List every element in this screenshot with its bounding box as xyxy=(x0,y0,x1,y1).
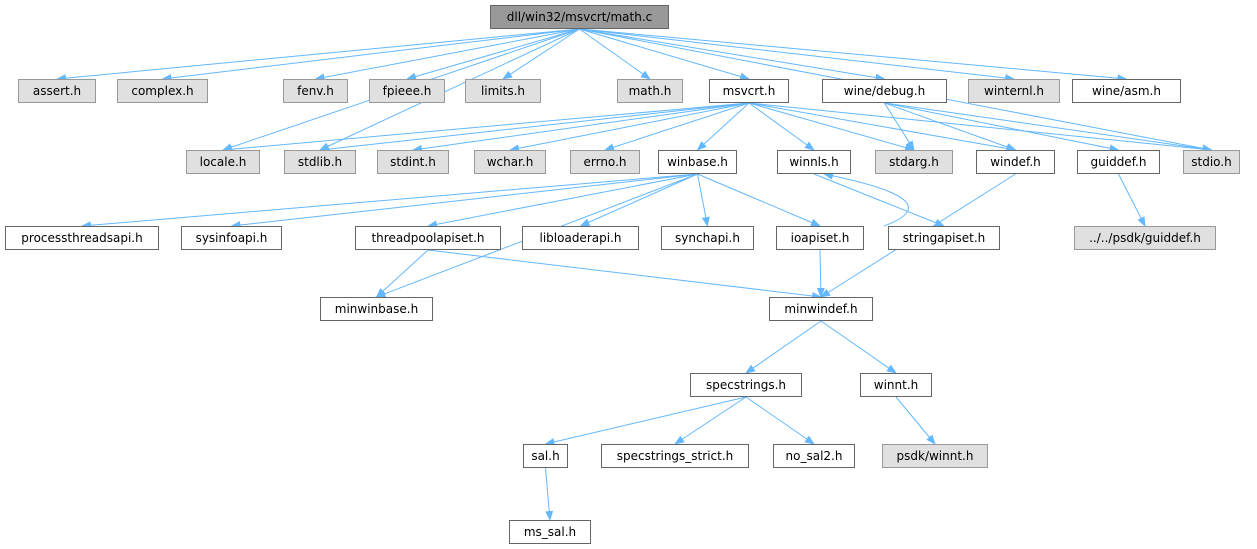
edge-winbase-to-synchapi xyxy=(697,173,710,227)
edge-specstrings-to-no_sal2 xyxy=(745,396,815,445)
edge-ioapiset-to-minwindef xyxy=(816,249,825,298)
node-fenv[interactable]: fenv.h xyxy=(283,79,348,103)
edge-msvcrt-to-wchar xyxy=(509,102,750,153)
edge-msvcrt-to-errno xyxy=(604,102,750,152)
node-assert[interactable]: assert.h xyxy=(18,79,96,103)
node-no_sal2[interactable]: no_sal2.h xyxy=(773,444,855,468)
node-specstrings_strict[interactable]: specstrings_strict.h xyxy=(601,444,749,468)
edge-guiddef-to-psdkguiddef xyxy=(1118,173,1146,227)
node-specstrings[interactable]: specstrings.h xyxy=(690,373,802,397)
edge-main-to-winedebug xyxy=(579,28,886,82)
node-minwindef[interactable]: minwindef.h xyxy=(769,297,873,321)
edge-main-to-complex xyxy=(161,28,580,82)
node-synchapi[interactable]: synchapi.h xyxy=(661,226,754,250)
edge-main-to-fpieee xyxy=(406,28,580,81)
edge-main-to-assert xyxy=(56,28,580,83)
edge-winedebug-to-stdio xyxy=(884,102,1213,153)
node-stdlib[interactable]: stdlib.h xyxy=(284,150,356,174)
node-math[interactable]: math.h xyxy=(617,79,683,103)
edge-main-to-msvcrt xyxy=(579,28,750,81)
node-fpieee[interactable]: fpieee.h xyxy=(369,79,445,103)
edge-main-to-limits xyxy=(502,28,580,80)
edge-msvcrt-to-locale xyxy=(222,102,750,154)
edge-winbase-to-processthreadsapi xyxy=(81,173,698,230)
edge-minwindef-to-specstrings xyxy=(745,320,822,374)
node-winbase[interactable]: winbase.h xyxy=(658,150,737,174)
node-ms_sal[interactable]: ms_sal.h xyxy=(509,520,591,544)
edge-minwindef-to-winnt xyxy=(820,320,897,374)
node-stdio[interactable]: stdio.h xyxy=(1183,150,1240,174)
node-winedebug[interactable]: wine/debug.h xyxy=(822,79,947,103)
edge-winbase-to-ioapiset xyxy=(697,173,821,227)
node-processthreadsapi[interactable]: processthreadsapi.h xyxy=(5,226,159,250)
edge-winedebug-to-stdarg xyxy=(884,102,915,151)
node-wchar[interactable]: wchar.h xyxy=(474,150,546,174)
node-main[interactable]: dll/win32/msvcrt/math.c xyxy=(490,5,669,29)
node-winnls[interactable]: winnls.h xyxy=(777,150,851,174)
node-winnt[interactable]: winnt.h xyxy=(860,373,932,397)
edge-specstrings-to-sal xyxy=(544,396,747,446)
edge-msvcrt-to-winbase xyxy=(696,102,750,151)
edge-main-to-math xyxy=(579,28,651,80)
edge-stringapiset-to-winnls xyxy=(823,171,909,227)
edge-msvcrt-to-windef xyxy=(748,102,1017,153)
node-stdint[interactable]: stdint.h xyxy=(377,150,449,174)
node-errno[interactable]: errno.h xyxy=(570,150,640,174)
edge-winedebug-to-windef xyxy=(884,102,1017,151)
edge-main-to-stdlib xyxy=(319,28,580,151)
edge-threadpoolapiset-to-minwinbase xyxy=(375,249,429,298)
node-complex[interactable]: complex.h xyxy=(117,79,208,103)
node-msvcrt[interactable]: msvcrt.h xyxy=(709,79,789,103)
edge-main-to-winternl xyxy=(579,28,1015,82)
edge-main-to-wineasm xyxy=(579,28,1128,83)
node-ioapiset[interactable]: ioapiset.h xyxy=(776,226,864,250)
edge-winbase-to-libloaderapi xyxy=(579,173,698,227)
node-guiddef[interactable]: guiddef.h xyxy=(1077,150,1160,174)
node-limits[interactable]: limits.h xyxy=(465,79,541,103)
node-winternl[interactable]: winternl.h xyxy=(968,79,1060,103)
edge-winedebug-to-guiddef xyxy=(884,102,1120,153)
node-stdarg[interactable]: stdarg.h xyxy=(875,150,953,174)
edge-winnls-to-stringapiset xyxy=(813,173,945,227)
edge-threadpoolapiset-to-minwindef xyxy=(427,249,822,300)
node-psdkguiddef[interactable]: ../../psdk/guiddef.h xyxy=(1074,226,1216,250)
node-wineasm[interactable]: wine/asm.h xyxy=(1072,79,1181,103)
node-minwinbase[interactable]: minwinbase.h xyxy=(320,297,433,321)
edge-msvcrt-to-stdarg xyxy=(748,102,915,152)
node-stringapiset[interactable]: stringapiset.h xyxy=(888,226,1000,250)
node-libloaderapi[interactable]: libloaderapi.h xyxy=(522,226,639,250)
node-threadpoolapiset[interactable]: threadpoolapiset.h xyxy=(355,226,501,250)
edge-main-to-fenv xyxy=(314,28,580,82)
node-psdkwinnt[interactable]: psdk/winnt.h xyxy=(882,444,988,468)
edge-msvcrt-to-stdint xyxy=(412,102,750,153)
edge-winbase-to-threadpoolapiset xyxy=(427,173,698,229)
edge-msvcrt-to-winnls xyxy=(748,102,815,151)
node-sysinfoapi[interactable]: sysinfoapi.h xyxy=(181,226,282,250)
edge-winbase-to-sysinfoapi xyxy=(230,173,698,229)
node-sal[interactable]: sal.h xyxy=(523,444,568,468)
edge-sal-to-ms_sal xyxy=(545,467,554,521)
edge-msvcrt-to-stdio xyxy=(748,102,1213,154)
edge-specstrings-to-specstrings_strict xyxy=(674,396,747,445)
node-windef[interactable]: windef.h xyxy=(976,150,1055,174)
node-locale[interactable]: locale.h xyxy=(186,150,260,174)
edge-winnt-to-psdkwinnt xyxy=(895,396,936,445)
edge-msvcrt-to-stdlib xyxy=(319,102,750,153)
